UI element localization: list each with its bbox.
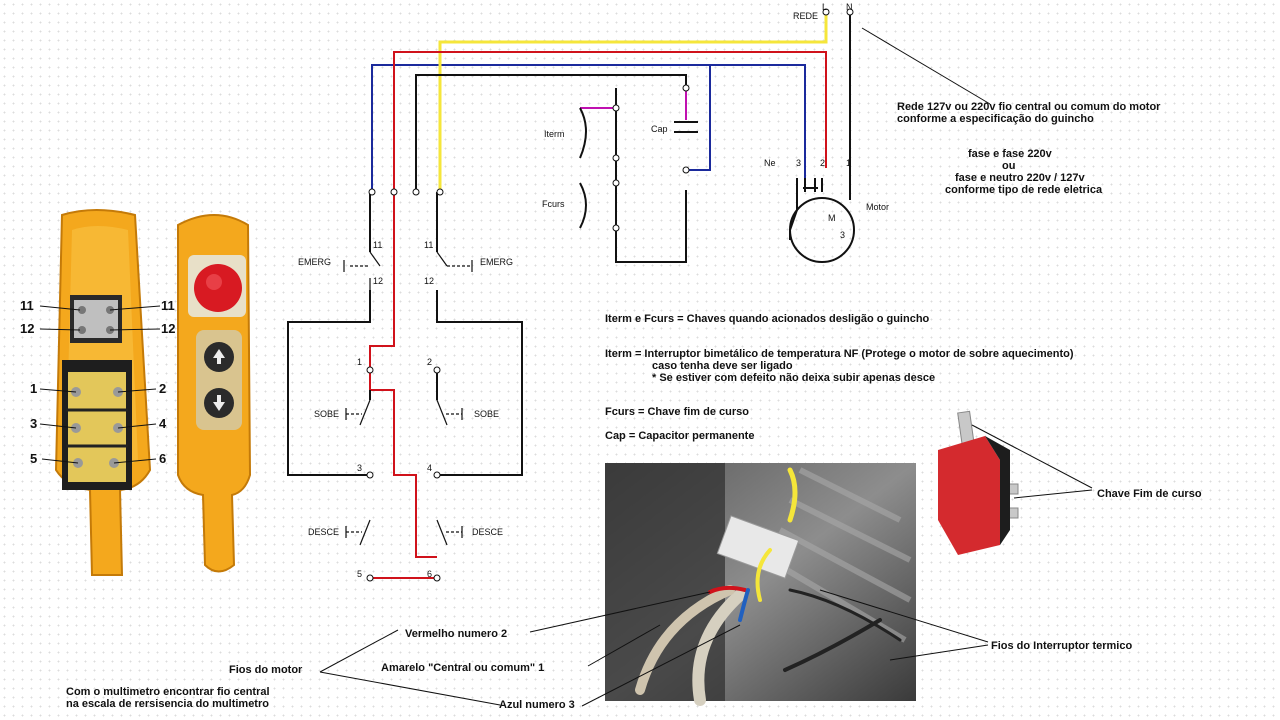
open-pendant: [54, 209, 152, 576]
rede-label: REDE: [793, 11, 819, 21]
node-5: 5: [357, 569, 363, 579]
sobe-left-label: SOBE: [314, 409, 340, 419]
motor-terminal-1: 1: [846, 158, 852, 168]
pendant-right-number: 4: [159, 416, 167, 431]
multimeter-note-1: Com o multimetro encontrar fio central: [66, 686, 270, 698]
node-11b: 11: [424, 240, 434, 250]
pendant-right-number: 11: [161, 298, 175, 313]
black-loop-left: [287, 290, 371, 476]
fase-note-3: conforme tipo de rede eletrica: [945, 184, 1103, 196]
motor-wires-callout: Fios do motor: [229, 664, 303, 676]
legend-line-2: Iterm = Interruptor bimetálico de temper…: [605, 348, 1074, 360]
motor-circle: [789, 197, 855, 263]
legend-line-4: * Se estiver com defeito não deixa subir…: [652, 372, 936, 384]
pendant-right-number: 12: [161, 321, 176, 336]
rede-note-line2: conforme a especificação do guincho: [897, 113, 1094, 125]
iterm-label: Iterm: [544, 129, 565, 139]
node-12b: 12: [424, 276, 435, 286]
iterm-block-wire: [615, 88, 687, 263]
node-12a: 12: [373, 276, 384, 286]
cap-label: Cap: [651, 124, 668, 134]
closed-pendant: [177, 214, 252, 573]
thermal-switch-wires-callout: Fios do Interruptor termico: [991, 640, 1133, 652]
legend-line-5: Fcurs = Chave fim de curso: [605, 406, 749, 418]
yellow-wire: [438, 12, 828, 192]
sobe-right-label: SOBE: [474, 409, 500, 419]
black-loop-right: [436, 290, 523, 476]
yellow-wire-callout: Amarelo "Central ou comum" 1: [381, 662, 545, 674]
fcurs-label: Fcurs: [542, 199, 565, 209]
motor-terminal-3: 3: [796, 158, 802, 168]
line-l-label: L: [822, 2, 828, 12]
motor-label: Motor: [866, 202, 890, 212]
multimeter-note-2: na escala de rersisencia do multimetro: [66, 698, 269, 710]
node-11a: 11: [373, 240, 383, 250]
node-2: 2: [427, 357, 433, 367]
blue-wire: [371, 64, 806, 192]
neutral-terminal-label: Ne: [764, 158, 776, 168]
node-1: 1: [357, 357, 363, 367]
desce-right-label: DESCE: [472, 527, 504, 537]
node-6: 6: [427, 569, 433, 579]
black-wire-top: [415, 74, 687, 192]
emerg-right-label: EMERG: [480, 257, 514, 267]
blue-wire-callout: Azul numero 3: [499, 699, 575, 711]
pendant-left-number: 1: [30, 381, 38, 396]
fase-note-ou: ou: [1002, 160, 1016, 172]
emerg-left-label: EMERG: [298, 257, 332, 267]
pendant-left-number: 5: [30, 451, 38, 466]
red-wire: [393, 51, 827, 192]
limit-switch-callout: Chave Fim de curso: [1097, 488, 1202, 500]
pendant-right-number: 6: [159, 451, 167, 466]
red-wire-callout: Vermelho numero 2: [405, 628, 508, 640]
fase-note-1: fase e fase 220v: [968, 148, 1052, 160]
node-4: 4: [427, 463, 433, 473]
pendant-left-number: 3: [30, 416, 38, 431]
line-n-label: N: [846, 2, 853, 12]
blue-wire-cap: [686, 65, 711, 171]
motor-m-label: M: [828, 213, 836, 223]
pendant-right-number: 2: [159, 381, 167, 396]
legend-line-1: Iterm e Fcurs = Chaves quando acionados …: [605, 313, 930, 325]
desce-left-label: DESCE: [308, 527, 340, 537]
node-3: 3: [357, 463, 363, 473]
red-wire-lower: [369, 192, 437, 558]
fase-note-2: fase e neutro 220v / 127v: [955, 172, 1085, 184]
rede-note-line1: Rede 127v ou 220v fio central ou comum d…: [897, 101, 1161, 113]
legend-line-6: Cap = Capacitor permanente: [605, 430, 755, 442]
motor-phase-label: 3: [840, 230, 846, 240]
legend-line-3: caso tenha deve ser ligado: [652, 360, 793, 372]
pendant-left-number: 12: [20, 321, 35, 336]
motor-terminal-2: 2: [820, 158, 826, 168]
pendant-left-number: 11: [20, 298, 34, 313]
